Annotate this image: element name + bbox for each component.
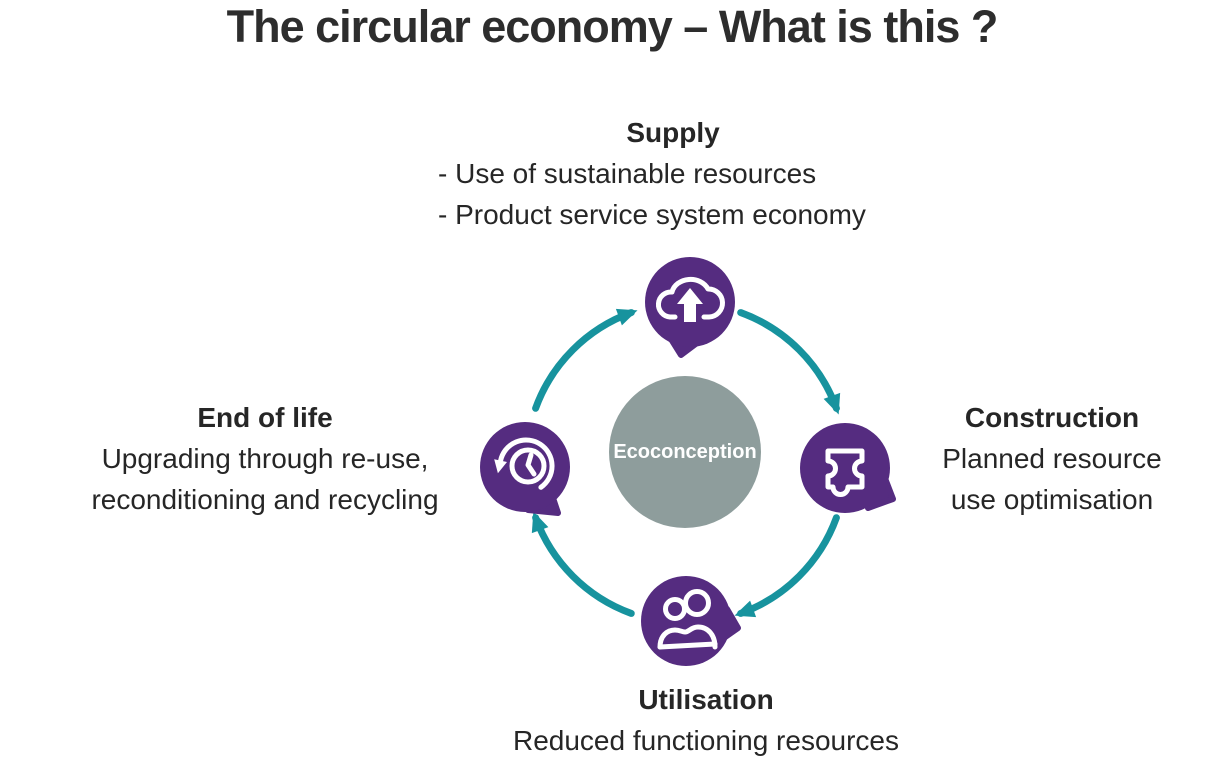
people-icon	[641, 576, 741, 666]
supply-heading: Supply	[626, 117, 720, 148]
arrow-construction-to-utilisation	[734, 514, 840, 618]
construction-line-2: use optimisation	[950, 484, 1154, 515]
node-construction: Construction Planned resource use optimi…	[922, 397, 1182, 520]
cloud-upload-icon	[645, 257, 735, 358]
end-of-life-line-2: reconditioning and recycling	[91, 484, 439, 515]
construction-heading: Construction	[964, 402, 1140, 433]
supply-line-2: - Product service system economy	[438, 199, 866, 230]
construction-line-1: Planned resource	[942, 443, 1162, 474]
arrow-supply-to-construction	[737, 309, 841, 415]
ecoconception-circle: Ecoconception	[609, 376, 761, 528]
utilisation-heading: Utilisation	[638, 684, 774, 715]
utilisation-line-1: Reduced functioning resources	[512, 725, 899, 756]
end-of-life-line-1: Upgrading through re-use,	[101, 443, 429, 474]
end-of-life-heading: End of life	[197, 402, 333, 433]
node-utilisation: Utilisation Reduced functioning resource…	[446, 679, 966, 761]
arrow-utilisation-to-end-of-life	[531, 511, 635, 617]
puzzle-icon	[800, 423, 896, 513]
node-supply: Supply - Use of sustainable resources - …	[438, 112, 908, 235]
history-icon	[480, 422, 570, 516]
node-end-of-life: End of life Upgrading through re-use, re…	[35, 397, 495, 520]
supply-line-1: - Use of sustainable resources	[438, 158, 817, 189]
page-title: The circular economy – What is this ?	[226, 1, 999, 52]
arrow-end-of-life-to-supply	[532, 308, 638, 412]
ecoconception-label: Ecoconception	[613, 440, 757, 463]
